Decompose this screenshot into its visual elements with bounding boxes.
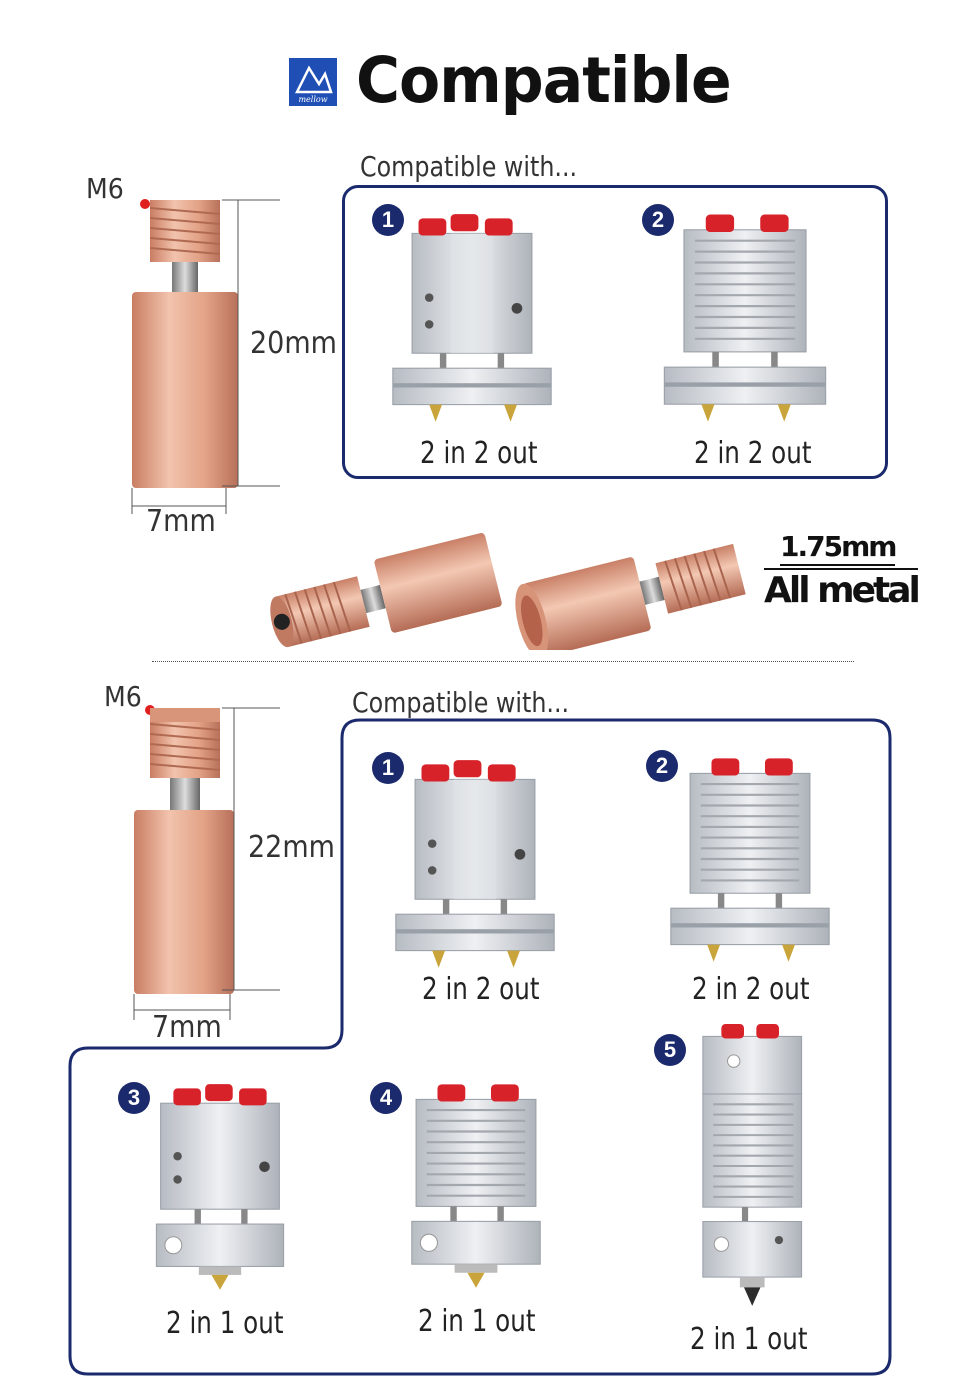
- badge-1: 1: [372, 204, 404, 236]
- thread-section-2: [149, 708, 221, 778]
- thread-label: M6: [86, 172, 124, 205]
- badge-2-4: 4: [370, 1082, 402, 1114]
- compat-frame-2: [68, 718, 892, 1376]
- caption-2-item-1: 2 in 2 out: [422, 972, 540, 1007]
- caption-item-2: 2 in 2 out: [694, 436, 812, 471]
- heatbreak-side-view-2: [515, 543, 746, 650]
- badge-2-3: 3: [118, 1082, 150, 1114]
- hotend-2in2out-block-image: [384, 212, 560, 426]
- length-label-2: 22mm: [248, 830, 335, 865]
- badge-2: 2: [642, 204, 674, 236]
- hotend-2in1out-fins-image: [388, 1078, 564, 1292]
- material-spec: All metal: [764, 568, 921, 611]
- compat-heading-2: Compatible with...: [352, 686, 570, 719]
- section-divider: [152, 661, 854, 662]
- compat-frame-1: [342, 185, 888, 479]
- steel-neck-2: [170, 778, 200, 810]
- hotend-2in2out-fins-image-2: [652, 752, 848, 966]
- hotend-2in1out-tall-image: [682, 1022, 806, 1310]
- page-title: Compatible: [356, 44, 732, 118]
- hotend-2in1out-block-image: [132, 1082, 308, 1294]
- caption-item-1: 2 in 2 out: [420, 436, 538, 471]
- steel-neck: [172, 262, 198, 292]
- copper-body: [132, 292, 238, 488]
- caption-2-item-3: 2 in 1 out: [166, 1306, 284, 1341]
- logo-text: mellow: [298, 95, 327, 104]
- mellow-logo-icon: mellow: [294, 65, 333, 104]
- length-label: 20mm: [250, 326, 337, 361]
- heatbreak-22mm-diagram: [133, 705, 280, 1020]
- caption-2-item-2: 2 in 2 out: [692, 972, 810, 1007]
- copper-body-2: [134, 810, 234, 994]
- heatbreak-20mm-diagram: [131, 199, 280, 514]
- badge-2-1: 1: [372, 752, 404, 784]
- diameter-label-2: 7mm: [152, 1010, 222, 1045]
- heatbreak-side-view-1: [270, 533, 502, 648]
- caption-2-item-5: 2 in 1 out: [690, 1322, 808, 1357]
- thread-marker-dot: [140, 199, 150, 209]
- caption-2-item-4: 2 in 1 out: [418, 1304, 536, 1339]
- hotend-2in2out-fins-image: [652, 208, 838, 426]
- thread-section: [149, 200, 221, 262]
- hotend-2in2out-block-image-2: [380, 758, 570, 972]
- filament-spec: 1.75mm: [780, 530, 897, 566]
- compat-heading: Compatible with...: [360, 150, 578, 183]
- diameter-label: 7mm: [146, 504, 216, 539]
- mellow-logo: mellow: [289, 58, 337, 106]
- thread-label-2: M6: [104, 680, 142, 713]
- badge-2-5: 5: [654, 1034, 686, 1066]
- badge-2-2: 2: [646, 750, 678, 782]
